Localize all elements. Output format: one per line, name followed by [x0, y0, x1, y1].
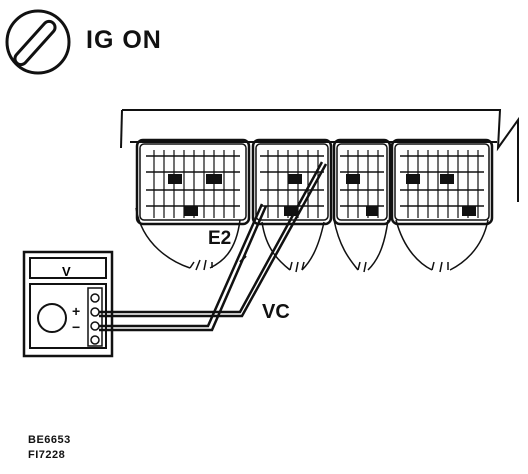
meter-jack-icon-2: [90, 335, 100, 345]
meter-mode-label: V: [62, 264, 71, 279]
wire-harness: [135, 207, 489, 273]
ecu-connector-2: [251, 138, 333, 226]
figure-code-2: FI7228: [28, 449, 66, 461]
ecu-housing: [120, 109, 519, 202]
meter-jack-plus-icon: [90, 307, 100, 317]
ignition-key-icon: [5, 9, 71, 75]
voltmeter: + −: [22, 250, 114, 358]
figure-code-1: BE6653: [28, 434, 71, 446]
svg-text:+: +: [72, 303, 80, 319]
ecu-connector-4: [390, 138, 494, 226]
meter-dial-icon: [37, 303, 67, 333]
ecu-connector-3: [332, 138, 392, 226]
meter-jack-minus-icon: [90, 321, 100, 331]
svg-text:−: −: [72, 319, 80, 335]
ecu-connector-1: [135, 138, 251, 226]
e2-wire-label: E2: [208, 228, 232, 249]
vc-wire-label: VC: [262, 301, 290, 323]
ignition-on-label: IG ON: [86, 26, 162, 54]
probe-leads: [99, 161, 328, 332]
meter-jack-icon: [90, 293, 100, 303]
